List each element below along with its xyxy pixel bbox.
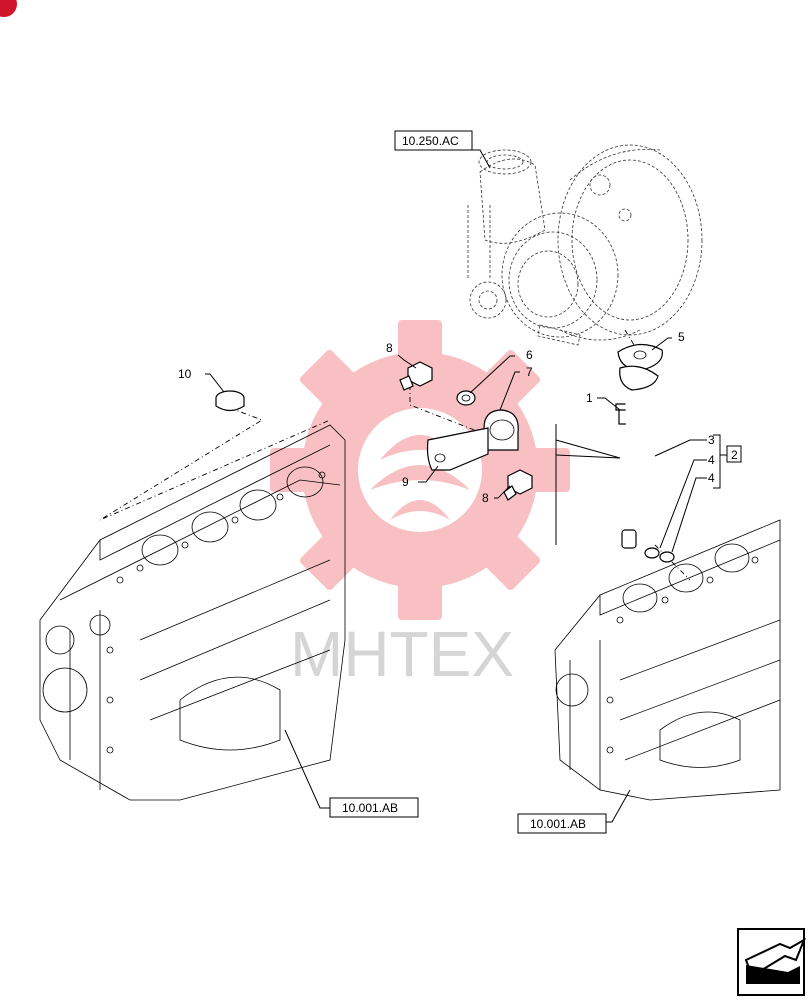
part-3-oil-pipe[interactable] xyxy=(619,365,662,549)
callout-2: 2 xyxy=(731,448,738,462)
callout-1: 1 xyxy=(586,391,593,405)
alignment-line-plug xyxy=(99,407,331,521)
engine-block-left xyxy=(39,424,346,801)
callout-10: 10 xyxy=(178,367,192,381)
callout-3: 3 xyxy=(708,433,715,447)
engine-block-right xyxy=(554,519,781,801)
callout-8-upper: 8 xyxy=(386,341,393,355)
part-4-o-rings[interactable] xyxy=(644,547,675,563)
callout-9: 9 xyxy=(402,475,409,489)
ref-turbo[interactable]: 10.250.AC xyxy=(394,130,473,151)
corner-badge xyxy=(0,0,17,17)
callout-4-a: 4 xyxy=(708,453,715,467)
callout-4-b: 4 xyxy=(708,471,715,485)
watermark-text: MHTEX xyxy=(290,618,514,690)
ref-block-left[interactable]: 10.001.AB xyxy=(329,797,419,818)
part-9-bracket[interactable] xyxy=(426,427,489,471)
svg-text:10.001.AB: 10.001.AB xyxy=(530,817,586,831)
part-5-gasket[interactable] xyxy=(617,343,663,371)
callout-5: 5 xyxy=(678,330,685,344)
next-page-arrow-icon[interactable] xyxy=(737,928,806,996)
svg-text:10.001.AB: 10.001.AB xyxy=(342,801,398,815)
part-8-bolt-lower[interactable] xyxy=(503,469,533,501)
part-8-bolt-upper[interactable] xyxy=(399,361,433,391)
alignment-line-bolt xyxy=(409,385,501,441)
svg-text:10.250.AC: 10.250.AC xyxy=(402,134,459,148)
part-6-nut[interactable] xyxy=(456,390,476,406)
callout-6: 6 xyxy=(526,348,533,362)
callout-2-box xyxy=(726,445,742,463)
callout-7: 7 xyxy=(526,365,533,379)
callout-8-lower: 8 xyxy=(482,491,489,505)
part-7-clamp[interactable] xyxy=(483,409,519,451)
ref-block-right[interactable]: 10.001.AB xyxy=(517,813,607,834)
alignment-line-pipe xyxy=(654,544,691,581)
turbocharger-ghost xyxy=(467,144,703,346)
watermark-gear xyxy=(270,320,570,620)
part-10-plug[interactable] xyxy=(215,390,245,412)
